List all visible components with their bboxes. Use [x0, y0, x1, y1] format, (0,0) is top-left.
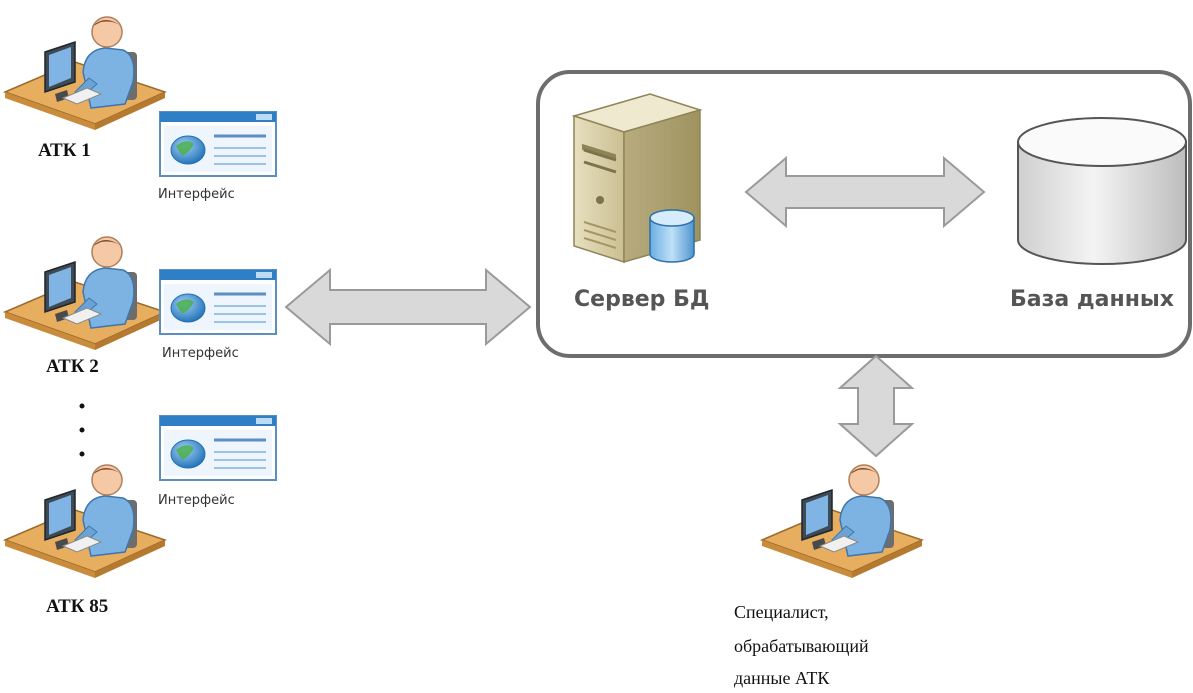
double-arrow-clients-server: [284, 267, 532, 347]
ellipsis-dots: [79, 403, 85, 457]
specialist-label-line-3: данные АТК: [734, 668, 830, 688]
specialist-label-line-1: Специалист,: [734, 602, 829, 622]
workstation-atk2: АТК 2: [4, 236, 166, 377]
app-window-icon: [158, 110, 278, 178]
person-at-computer-icon: [4, 16, 166, 131]
person-at-computer-icon: [4, 464, 166, 579]
workstation-atk85: АТК 85: [4, 464, 166, 617]
database-cylinder-icon: [1017, 117, 1187, 265]
interface-label: Интерфейс: [158, 187, 235, 202]
small-database-icon: [649, 209, 695, 263]
specialist-workstation: [761, 464, 923, 579]
app-window-icon: [158, 414, 278, 482]
workstation-label: АТК 85: [46, 596, 108, 617]
workstation-label: АТК 2: [46, 356, 99, 377]
specialist-label-line-2: обрабатывающий: [734, 636, 869, 656]
person-at-computer-icon: [761, 464, 923, 579]
database-label: База данных: [1010, 287, 1174, 312]
app-window-icon: [158, 268, 278, 336]
person-at-computer-icon: [4, 236, 166, 351]
server-tower-icon: [571, 93, 703, 264]
server-group-box: [536, 70, 1192, 358]
server-label: Сервер БД: [574, 287, 709, 312]
interface-85: Интерфейс: [158, 414, 278, 508]
interface-label: Интерфейс: [162, 346, 239, 361]
workstation-atk1: АТК 1: [4, 16, 166, 161]
workstation-label: АТК 1: [38, 140, 91, 161]
interface-1: Интерфейс: [158, 110, 278, 202]
double-arrow-server-database: [744, 155, 986, 229]
interface-2: Интерфейс: [158, 268, 278, 361]
interface-label: Интерфейс: [158, 493, 235, 508]
double-arrow-server-specialist: [837, 354, 915, 458]
